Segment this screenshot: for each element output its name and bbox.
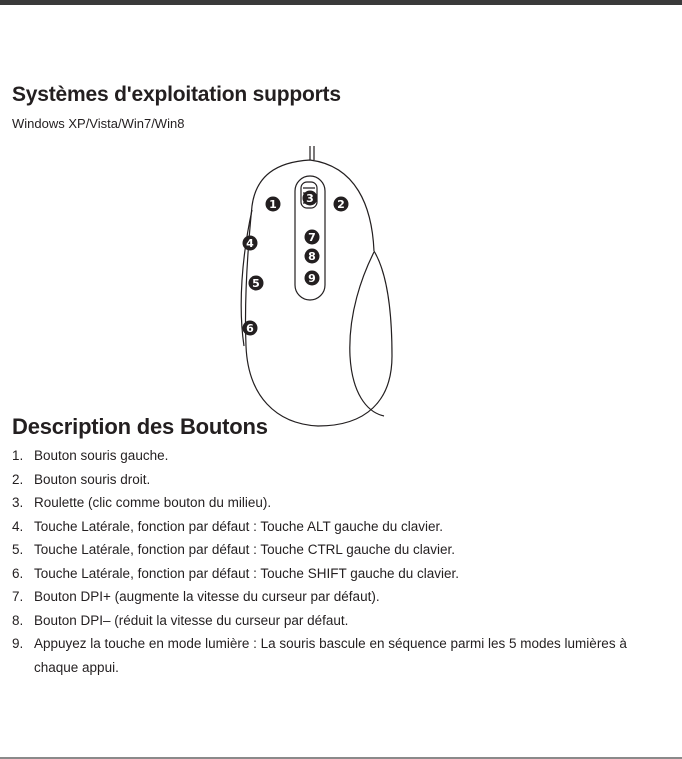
marker-8: 8: [304, 248, 320, 264]
list-item: 3. Roulette (clic comme bouton du milieu)…: [12, 491, 652, 515]
list-item: 6. Touche Latérale, fonction par défaut :…: [12, 562, 652, 586]
item-number: 9.: [12, 636, 24, 651]
bottom-rule: [0, 757, 682, 759]
os-list: Windows XP/Vista/Win7/Win8: [12, 116, 185, 131]
item-text: Bouton DPI+ (augmente la vitesse du curs…: [34, 589, 380, 604]
marker-5: 5: [248, 275, 264, 291]
mouse-cable: [309, 146, 315, 160]
top-rule: [0, 0, 682, 5]
svg-text:5: 5: [252, 277, 260, 290]
svg-text:7: 7: [308, 231, 316, 244]
marker-1: 1: [265, 196, 281, 212]
svg-text:6: 6: [246, 322, 254, 335]
item-text: Touche Latérale, fonction par défaut : T…: [34, 565, 460, 581]
item-number: 6.: [12, 565, 24, 581]
item-text: Bouton DPI– (réduit la vitesse du curseu…: [34, 612, 349, 628]
list-item: 8. Bouton DPI– (réduit la vitesse du curs…: [12, 609, 652, 633]
marker-7: 7: [304, 229, 320, 245]
list-item: 2. Bouton souris droit.: [12, 468, 652, 492]
svg-text:4: 4: [246, 237, 254, 250]
item-text: Touche Latérale, fonction par défaut : T…: [34, 518, 444, 534]
list-item: 9. Appuyez la touche en mode lumière : La…: [12, 632, 652, 679]
svg-text:1: 1: [269, 198, 277, 211]
svg-text:9: 9: [308, 272, 316, 285]
item-number: 5.: [12, 542, 24, 557]
buttons-list: 1. Bouton souris gauche. 2. Bouton souris …: [12, 444, 652, 679]
svg-text:2: 2: [337, 198, 345, 211]
scroll-wheel: [300, 181, 318, 209]
mouse-side-panel: [240, 209, 253, 347]
svg-text:3: 3: [306, 192, 314, 205]
item-text: Bouton souris droit.: [34, 471, 151, 487]
item-text: Appuyez la touche en mode lumière : La s…: [34, 636, 627, 675]
os-title: Systèmes d'exploitation supports: [12, 83, 341, 106]
mouse-grip-contour: [349, 251, 385, 417]
item-number: 8.: [12, 612, 24, 628]
list-item: 4. Touche Latérale, fonction par défaut :…: [12, 515, 652, 539]
list-item: 1. Bouton souris gauche.: [12, 444, 652, 468]
marker-9: 9: [304, 270, 320, 286]
item-text: Bouton souris gauche.: [34, 448, 169, 463]
mouse-center-channel: [294, 175, 326, 301]
item-number: 1.: [12, 448, 24, 463]
list-item: 5. Touche Latérale, fonction par défaut :…: [12, 538, 652, 562]
item-text: Touche Latérale, fonction par défaut : T…: [34, 542, 456, 557]
item-number: 3.: [12, 495, 24, 510]
mouse-diagram: 1 2 3 4 5 6 7 8 9: [240, 146, 393, 427]
item-number: 2.: [12, 471, 24, 487]
marker-2: 2: [333, 196, 349, 212]
item-number: 7.: [12, 589, 24, 604]
item-number: 4.: [12, 518, 24, 534]
svg-text:8: 8: [308, 250, 316, 263]
buttons-title: Description des Boutons: [12, 414, 268, 439]
marker-3: 3: [302, 190, 318, 206]
item-text: Roulette (clic comme bouton du milieu).: [34, 495, 272, 510]
marker-6: 6: [242, 320, 258, 336]
marker-4: 4: [242, 235, 258, 251]
list-item: 7. Bouton DPI+ (augmente la vitesse du cu…: [12, 585, 652, 609]
